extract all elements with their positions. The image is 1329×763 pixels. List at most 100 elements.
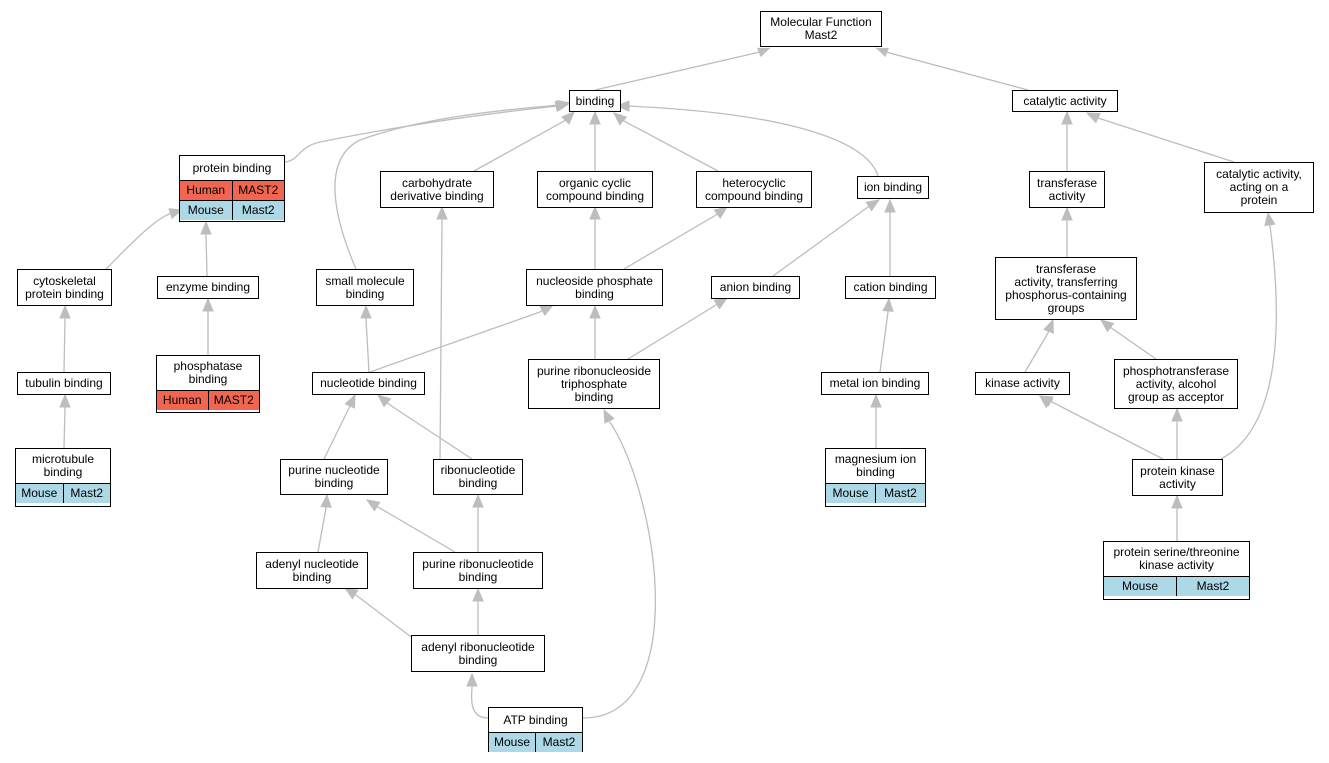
edge-arrowhead [202, 297, 214, 312]
edge-arrowhead [1099, 319, 1115, 333]
edge-arrowhead [320, 493, 332, 508]
edge-arrowhead [561, 111, 575, 125]
edge-arrowhead [1171, 494, 1183, 509]
edge-arrowhead [613, 112, 628, 126]
gene-cell: Mast2 [535, 733, 582, 752]
edge-arrowhead [365, 499, 381, 512]
edge-arrowhead [1061, 110, 1073, 125]
edge-arrowhead [472, 493, 484, 508]
node-tubulin-binding: tubulin binding [17, 372, 111, 395]
edge-arrowhead [436, 205, 448, 220]
edge-arrowhead [472, 587, 484, 602]
species-cell: Human [180, 181, 232, 200]
edge [366, 499, 456, 553]
edge [344, 587, 416, 641]
edge-arrowhead [870, 393, 882, 408]
edge-arrowhead [1085, 112, 1101, 124]
edge-arrowhead [200, 220, 212, 235]
node-label: ATP binding [503, 712, 568, 727]
node-nucleotide-binding: nucleotide binding [312, 372, 425, 395]
edge-arrowhead [556, 99, 572, 112]
edge [470, 674, 489, 719]
edge-arrowhead [360, 304, 372, 319]
node-catalytic-activity: catalytic activity [1012, 90, 1118, 112]
edge [772, 199, 880, 277]
edge-arrowhead [589, 304, 601, 319]
species-cell: Mouse [16, 484, 63, 503]
gene-cell: MAST2 [207, 391, 259, 410]
edge-arrowhead [1171, 407, 1183, 422]
edge-arrowhead [882, 297, 894, 312]
edge-arrowhead [1061, 206, 1073, 221]
edge [1220, 212, 1277, 460]
edge [369, 304, 554, 373]
edge [439, 207, 443, 460]
edge [875, 47, 1029, 91]
species-cell: Mouse [489, 733, 535, 752]
edge-arrowhead [589, 110, 601, 125]
edge [105, 209, 183, 270]
edge [334, 102, 571, 270]
edge-arrowhead [713, 206, 729, 220]
edge-arrowhead [377, 394, 392, 408]
edge-arrowhead [59, 393, 71, 408]
edge [613, 112, 719, 172]
node-cation-binding: cation binding [845, 276, 936, 299]
gene-cell: MAST2 [231, 181, 284, 200]
edge [617, 105, 879, 177]
edge-arrowhead [603, 408, 615, 424]
edge [594, 47, 771, 91]
node-metal-ion-binding: metal ion binding [821, 372, 929, 395]
node-kinase-activity: kinase activity [975, 372, 1070, 395]
node-anion-binding: anion binding [711, 276, 800, 299]
species-cell: Mouse [180, 201, 232, 220]
species-cell: Mouse [1104, 577, 1176, 596]
gene-cell: Mast2 [231, 201, 284, 220]
edge [1086, 112, 1235, 163]
edge [627, 297, 728, 360]
edge-arrowhead [59, 304, 71, 319]
edge-arrowhead [344, 393, 356, 409]
node-label: protein binding [192, 160, 272, 175]
gene-cell: Mast2 [875, 484, 925, 503]
edge-arrowhead [757, 47, 770, 58]
edge-arrowhead [539, 304, 555, 316]
species-cell: Human [157, 391, 208, 410]
edge [377, 394, 473, 460]
edge [623, 206, 728, 270]
edge [284, 103, 569, 163]
